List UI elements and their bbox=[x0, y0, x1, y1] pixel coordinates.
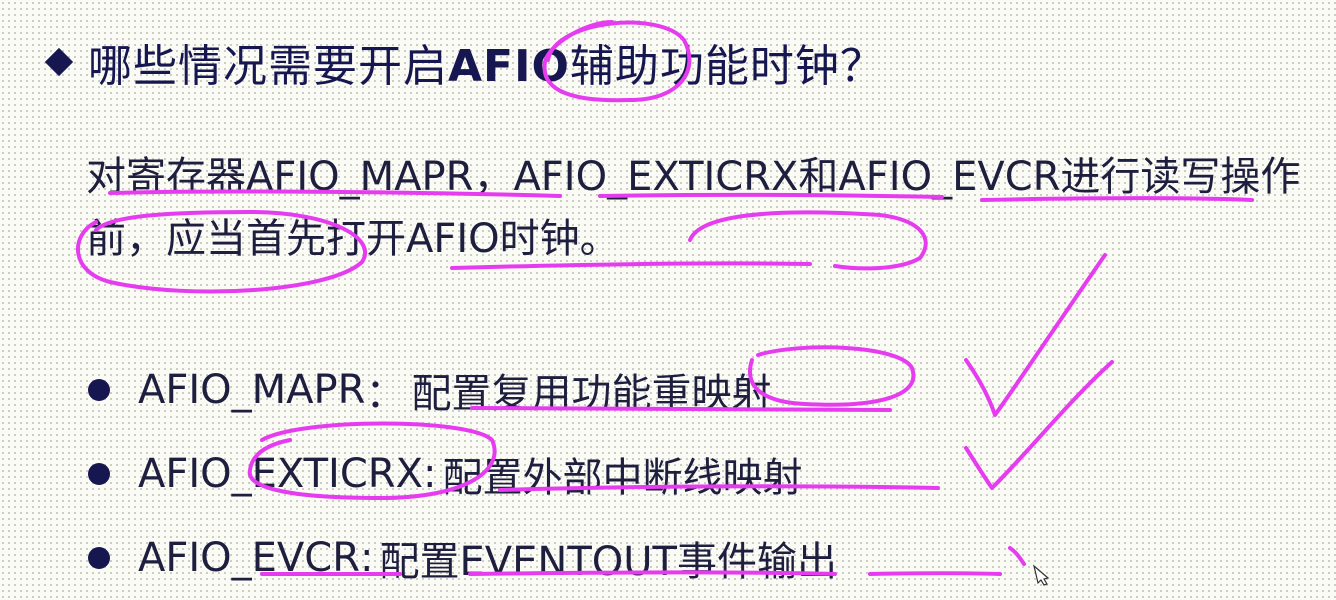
diamond-bullet-icon bbox=[44, 47, 74, 77]
list-item-mapr: AFIO_MAPR：配置复用功能重映射 bbox=[88, 348, 837, 432]
register-name: AFIO_EVCR bbox=[138, 535, 361, 581]
ink-tick-end bbox=[1008, 546, 1026, 566]
pen-cursor-icon bbox=[1032, 564, 1050, 586]
register-separator: : bbox=[360, 535, 374, 581]
title-emphasis: AFIO bbox=[448, 41, 570, 92]
slide-title: 哪些情况需要开启AFIO辅助功能时钟？ bbox=[88, 30, 885, 94]
bullet-dot-icon bbox=[88, 379, 110, 401]
slide: 哪些情况需要开启AFIO辅助功能时钟？ 对寄存器AFIO_MAPR，AFIO_E… bbox=[0, 0, 1336, 586]
register-separator: ： bbox=[365, 371, 406, 417]
register-name: AFIO_EXTICRX bbox=[138, 451, 423, 497]
bullet-dot-icon bbox=[88, 463, 110, 485]
register-list: AFIO_MAPR：配置复用功能重映射 AFIO_EXTICRX:配置外部中断线… bbox=[88, 348, 837, 600]
intro-paragraph: 对寄存器AFIO_MAPR，AFIO_EXTICRX和AFIO_EVCR进行读写… bbox=[86, 154, 1301, 262]
register-name: AFIO_MAPR bbox=[138, 367, 366, 413]
slide-title-row: 哪些情况需要开启AFIO辅助功能时钟？ bbox=[44, 30, 885, 94]
list-item-exticrx: AFIO_EXTICRX:配置外部中断线映射 bbox=[88, 432, 837, 516]
title-suffix: 辅助功能时钟？ bbox=[569, 41, 885, 92]
list-item-evcr: AFIO_EVCR:配置EVENTOUT事件输出 bbox=[88, 516, 837, 600]
title-prefix: 哪些情况需要开启 bbox=[88, 41, 448, 92]
register-description: 配置EVENTOUT事件输出 bbox=[379, 539, 837, 585]
register-description: 配置复用功能重映射 bbox=[411, 371, 772, 417]
register-separator: : bbox=[422, 451, 437, 497]
bullet-dot-icon bbox=[88, 547, 110, 569]
check-mark-2 bbox=[964, 360, 1114, 490]
register-description: 配置外部中断线映射 bbox=[442, 455, 803, 501]
ink-underline-bullet-3c bbox=[868, 571, 1002, 576]
check-mark-1 bbox=[964, 253, 1107, 417]
